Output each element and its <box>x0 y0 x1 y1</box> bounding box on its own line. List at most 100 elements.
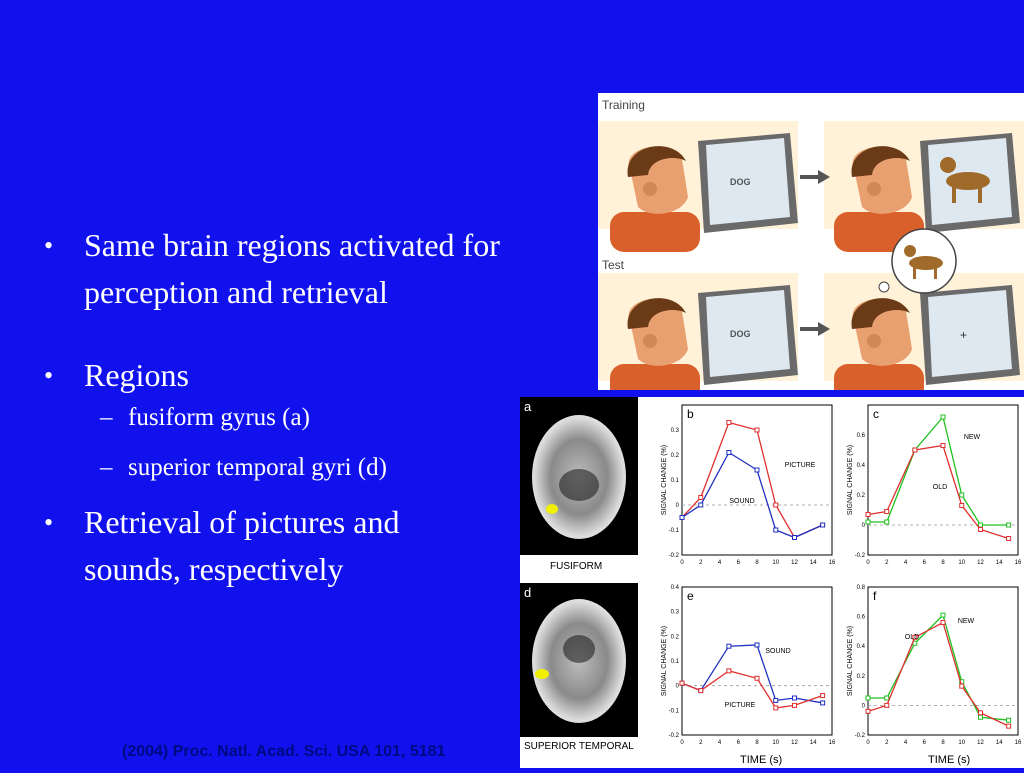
x-tick-label: 10 <box>772 740 779 746</box>
training-test-illustration: Training Test DOG DOG + <box>598 93 1024 404</box>
data-point <box>820 700 826 706</box>
y-axis-title: SIGNAL CHANGE (%) <box>661 626 668 696</box>
x-tick-label: 12 <box>791 740 798 746</box>
y-tick-label: 0.2 <box>671 634 680 640</box>
data-point <box>978 522 983 528</box>
data-point <box>698 688 704 694</box>
x-tick-label: 12 <box>977 740 984 746</box>
dog-icon <box>940 157 990 203</box>
y-tick-label: 0.4 <box>857 644 866 650</box>
data-point <box>865 519 871 525</box>
data-point <box>1006 723 1012 729</box>
training-label: Training <box>602 98 645 112</box>
x-tick-label: 4 <box>718 560 722 566</box>
x-tick-label: 14 <box>996 740 1003 746</box>
y-tick-label: 0.6 <box>857 433 866 439</box>
panel-label-e: e <box>687 589 694 603</box>
x-tick-label: 0 <box>680 560 684 566</box>
thought-dot-icon <box>878 281 890 293</box>
fixation-cross: + <box>960 328 967 342</box>
y-tick-label: -0.1 <box>669 708 680 714</box>
y-tick-label: 0.2 <box>857 493 866 499</box>
y-tick-label: 0 <box>862 523 866 529</box>
data-point <box>912 634 918 640</box>
activation-spot-d <box>535 669 549 679</box>
bullet-dot: • <box>44 361 54 390</box>
data-point <box>726 643 732 649</box>
x-tick-label: 16 <box>829 560 836 566</box>
panel-label-b: b <box>687 407 694 421</box>
data-point <box>773 697 779 703</box>
panel-label-d: d <box>524 585 531 600</box>
citation: (2004) Proc. Natl. Acad. Sci. USA 101, 5… <box>122 743 446 760</box>
sub-bullet-dash: – <box>100 454 113 481</box>
bullet-dot: • <box>44 231 54 260</box>
y-tick-label: -0.1 <box>669 528 680 534</box>
brain-detail <box>559 469 599 501</box>
data-point <box>865 708 871 714</box>
y-tick-label: 0.8 <box>857 585 866 591</box>
series-label-sound: SOUND <box>729 498 754 505</box>
panel-label-a: a <box>524 399 532 414</box>
bullet-text: Regions <box>84 357 189 393</box>
data-point <box>978 714 983 720</box>
fusiform-label: FUSIFORM <box>550 561 602 572</box>
x-tick-label: 14 <box>810 560 817 566</box>
fmri-figure: a FUSIFORM d SUPERIOR TEMPORAL TIME (s) … <box>520 397 1024 768</box>
x-tick-label: 8 <box>755 740 759 746</box>
data-point <box>1006 522 1012 528</box>
data-point <box>754 675 760 681</box>
data-point <box>865 695 871 701</box>
x-tick-label: 6 <box>737 740 741 746</box>
data-point <box>820 693 826 699</box>
y-tick-label: 0.4 <box>671 585 680 591</box>
x-tick-label: 14 <box>996 560 1003 566</box>
x-tick-label: 0 <box>866 740 870 746</box>
y-tick-label: -0.2 <box>669 733 680 739</box>
data-point <box>754 427 760 433</box>
y-tick-label: 0.2 <box>857 674 866 680</box>
x-tick-label: 2 <box>885 740 889 746</box>
y-tick-label: -0.2 <box>855 733 866 739</box>
test-label: Test <box>602 258 625 272</box>
data-point <box>773 502 779 508</box>
data-point <box>940 620 946 626</box>
y-tick-label: 0.3 <box>671 428 680 434</box>
y-axis-title: SIGNAL CHANGE (%) <box>847 626 854 696</box>
plot-frame <box>867 404 1019 556</box>
y-tick-label: -0.2 <box>855 553 866 559</box>
series-label-new: NEW <box>958 618 975 625</box>
x-tick-label: 4 <box>904 560 908 566</box>
sub-bullet-text: superior temporal gyri (d) <box>128 454 387 481</box>
sub-bullet-superior-temporal: –superior temporal gyri (d) <box>44 449 504 487</box>
monitor-test-2 <box>920 285 1020 385</box>
series-label-new: NEW <box>964 434 981 441</box>
series-label-old: OLD <box>905 634 919 641</box>
y-tick-label: 0.1 <box>671 478 680 484</box>
y-tick-label: 0 <box>676 503 680 509</box>
x-tick-label: 6 <box>923 740 927 746</box>
data-point <box>754 642 760 648</box>
sub-bullet-fusiform: –fusiform gyrus (a) <box>44 399 504 437</box>
x-axis-title-left: TIME (s) <box>740 754 782 766</box>
y-tick-label: 0 <box>676 684 680 690</box>
data-point <box>698 495 704 500</box>
bullet-regions: • Regions <box>44 352 504 399</box>
y-tick-label: 0.1 <box>671 659 680 665</box>
x-tick-label: 2 <box>885 560 889 566</box>
data-point <box>698 502 704 508</box>
data-point <box>959 492 965 498</box>
data-point <box>940 443 946 448</box>
illustration-svg: Training Test DOG DOG + <box>598 98 1024 404</box>
x-tick-label: 2 <box>699 560 703 566</box>
data-point <box>792 535 797 540</box>
screen-word: DOG <box>730 177 751 187</box>
y-tick-label: 0.2 <box>671 453 680 459</box>
data-point <box>884 695 890 701</box>
data-point <box>773 705 779 711</box>
sub-bullet-dash: – <box>100 404 113 431</box>
